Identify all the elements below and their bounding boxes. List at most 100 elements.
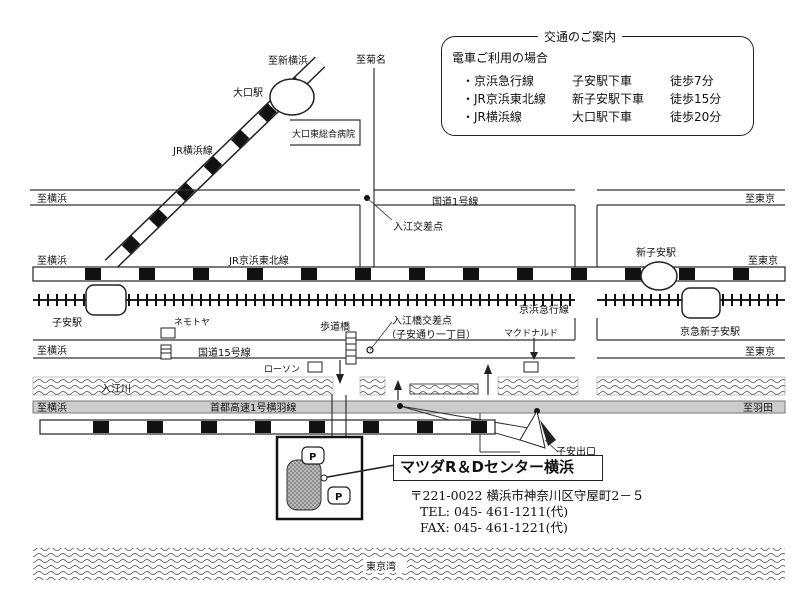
rail-tick bbox=[191, 294, 193, 306]
rail-tick bbox=[497, 294, 499, 306]
label-to-tokyo-3: 至東京 bbox=[745, 345, 775, 358]
rail-tie bbox=[139, 268, 155, 280]
rail-tie bbox=[363, 421, 379, 433]
rail-tick bbox=[677, 294, 679, 306]
nemotoya-mark bbox=[160, 327, 176, 339]
rail-tick bbox=[335, 294, 337, 306]
rail-tie bbox=[85, 268, 101, 280]
rail-tie bbox=[231, 129, 250, 149]
rail-tie bbox=[625, 268, 641, 280]
irie-river bbox=[32, 376, 786, 396]
rail-tick bbox=[173, 294, 175, 306]
parking-icon-2: P bbox=[335, 492, 342, 503]
label-keikyu-shinkoyasu: 京急新子安駅 bbox=[680, 325, 740, 338]
rail-tie bbox=[176, 182, 195, 202]
rail-tick bbox=[398, 294, 400, 306]
label-to-yokohama-1: 至横浜 bbox=[37, 192, 67, 205]
rail-tick bbox=[407, 294, 409, 306]
label-to-yokohama-2: 至横浜 bbox=[37, 254, 67, 267]
rail-tick bbox=[362, 294, 364, 306]
iriebashi-intersection-marker bbox=[366, 346, 374, 354]
label-koyasu-station: 子安駅 bbox=[52, 316, 82, 329]
label-irie-intersection: 入江交差点 bbox=[393, 220, 443, 233]
rail-tick bbox=[461, 294, 463, 306]
rail-tick bbox=[272, 294, 274, 306]
rail-tick bbox=[254, 294, 256, 306]
route15-road bbox=[33, 318, 785, 359]
center-address: 〒221-0022 横浜市神奈川区守屋町2－５ bbox=[410, 488, 645, 503]
rail-tick bbox=[749, 294, 751, 306]
center-property bbox=[275, 435, 396, 521]
label-oguchi-station: 大口駅 bbox=[233, 86, 263, 99]
rail-tick bbox=[776, 294, 778, 306]
rail-tick bbox=[443, 294, 445, 306]
rail-tick bbox=[722, 294, 724, 306]
label-tokyo-bay: 東京湾 bbox=[366, 560, 396, 573]
rail-tick bbox=[488, 294, 490, 306]
rail-tick bbox=[767, 294, 769, 306]
rail-tick bbox=[533, 294, 535, 306]
label-koyasu-exit: 子安出口 bbox=[556, 445, 596, 458]
rail-tie bbox=[733, 268, 749, 280]
access-route-row: ・JR京浜東北線新子安駅下車徒歩15分 bbox=[462, 92, 722, 106]
rail-tick bbox=[614, 294, 616, 306]
rail-tick bbox=[515, 294, 517, 306]
rail-tick bbox=[479, 294, 481, 306]
rail-tick bbox=[452, 294, 454, 306]
rail-tick bbox=[209, 294, 211, 306]
rail-tick bbox=[281, 294, 283, 306]
label-iriebashi-2: （子安通り一丁目） bbox=[386, 328, 476, 341]
label-route15: 国道15号線 bbox=[198, 346, 251, 359]
rail-tick bbox=[371, 294, 373, 306]
rail-tie bbox=[147, 421, 163, 433]
rail-tie bbox=[355, 268, 371, 280]
rail-tick bbox=[290, 294, 292, 306]
rail-tick bbox=[128, 294, 130, 306]
rail-tie bbox=[93, 421, 109, 433]
label-mcdonalds: マクドナルド bbox=[504, 328, 558, 339]
rail-tick bbox=[623, 294, 625, 306]
rail-tick bbox=[380, 294, 382, 306]
label-jr-keihin-tohoku: JR京浜東北線 bbox=[228, 254, 289, 267]
rail-tick bbox=[245, 294, 247, 306]
rail-tie bbox=[193, 268, 209, 280]
rail-tick bbox=[542, 294, 544, 306]
keikyu-line bbox=[33, 294, 785, 306]
rail-tick bbox=[263, 294, 265, 306]
label-oguchi-hospital: 大口東総合病院 bbox=[292, 128, 355, 140]
rail-tick bbox=[560, 294, 562, 306]
label-nemotoya: ネモトヤ bbox=[174, 317, 210, 328]
rail-tick bbox=[524, 294, 526, 306]
rail-tick bbox=[299, 294, 301, 306]
route1-road bbox=[30, 189, 785, 268]
access-subtitle: 電車ご利用の場合 bbox=[452, 51, 549, 65]
oguchi-station-mark bbox=[269, 78, 315, 116]
rail-tie bbox=[571, 268, 587, 280]
center-tel: TEL: 045- 461-1211(代) bbox=[420, 504, 569, 519]
tokyo-bay bbox=[33, 548, 785, 580]
rail-tie bbox=[309, 421, 325, 433]
rail-tick bbox=[434, 294, 436, 306]
rail-tick bbox=[668, 294, 670, 306]
rail-tick bbox=[227, 294, 229, 306]
parking-icon-1: P bbox=[309, 452, 316, 463]
rail-tick bbox=[308, 294, 310, 306]
rail-tick bbox=[740, 294, 742, 306]
rail-tick bbox=[569, 294, 571, 306]
label-shin-koyasu-station: 新子安駅 bbox=[636, 246, 676, 259]
rail-tick bbox=[47, 294, 49, 306]
label-to-kikuna: 至菊名 bbox=[356, 53, 386, 66]
shin-koyasu-station-mark bbox=[640, 261, 678, 291]
rail-tick bbox=[74, 294, 76, 306]
label-to-yokohama-4: 至横浜 bbox=[37, 401, 67, 414]
rail-tick bbox=[425, 294, 427, 306]
label-lawson: ローソン bbox=[264, 365, 300, 375]
center-name-box: マツダR＆Dセンター横浜 bbox=[393, 455, 603, 481]
label-jr-yokohama-line: JR横浜線 bbox=[172, 144, 213, 157]
label-to-tokyo-2: 至東京 bbox=[748, 254, 778, 267]
rail-tick bbox=[551, 294, 553, 306]
label-to-tokyo-1: 至東京 bbox=[745, 192, 775, 205]
label-iriegawa: 入江川 bbox=[101, 383, 131, 395]
rail-tick bbox=[65, 294, 67, 306]
mcdonalds-mark bbox=[523, 361, 539, 373]
